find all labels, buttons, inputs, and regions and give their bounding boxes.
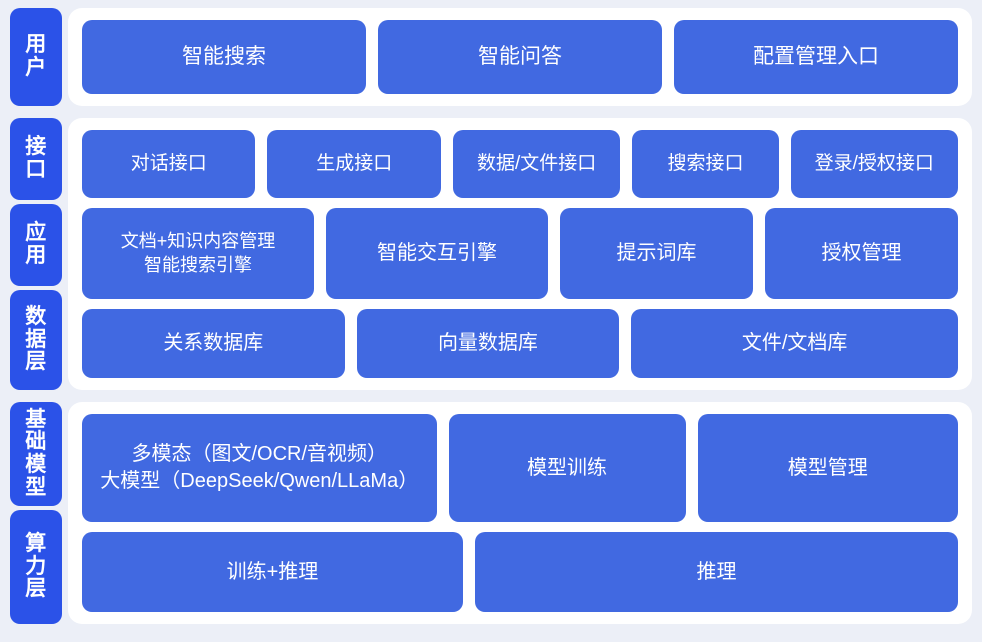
label-rail-infrastructure: 基础模型算力层 xyxy=(10,402,62,624)
layer-label-text: 数据层 xyxy=(25,304,47,374)
module-box-application-3[interactable]: 授权管理 xyxy=(764,207,958,299)
module-box-model-1[interactable]: 模型训练 xyxy=(448,414,686,522)
module-box-interface-0[interactable]: 对话接口 xyxy=(82,130,256,198)
layer-label-text: 接口 xyxy=(25,135,47,181)
section-core: 接口应用数据层对话接口生成接口数据/文件接口搜索接口登录/授权接口文档+知识内容… xyxy=(10,118,972,390)
row-interface: 对话接口生成接口数据/文件接口搜索接口登录/授权接口 xyxy=(82,130,958,198)
module-box-data-1[interactable]: 向量数据库 xyxy=(356,308,620,378)
layer-label-core-2: 数据层 xyxy=(10,290,62,390)
section-infrastructure: 基础模型算力层多模态（图文/OCR/音视频） 大模型（DeepSeek/Qwen… xyxy=(10,402,972,624)
panel-user: 智能搜索智能问答配置管理入口 xyxy=(68,8,972,106)
label-rail-user: 用户 xyxy=(10,8,62,106)
layer-label-core-0: 接口 xyxy=(10,118,62,200)
layer-label-user-0: 用户 xyxy=(10,8,62,106)
label-rail-core: 接口应用数据层 xyxy=(10,118,62,390)
module-box-data-0[interactable]: 关系数据库 xyxy=(82,308,345,378)
module-box-application-1[interactable]: 智能交互引擎 xyxy=(326,207,548,299)
module-box-model-0[interactable]: 多模态（图文/OCR/音视频） 大模型（DeepSeek/Qwen/LLaMa） xyxy=(82,414,437,522)
layer-label-infrastructure-1: 算力层 xyxy=(10,510,62,624)
panel-infrastructure: 多模态（图文/OCR/音视频） 大模型（DeepSeek/Qwen/LLaMa）… xyxy=(68,402,972,624)
layer-label-text: 算力层 xyxy=(25,531,47,601)
module-box-interface-4[interactable]: 登录/授权接口 xyxy=(790,130,958,198)
layer-label-core-1: 应用 xyxy=(10,204,62,286)
row-compute: 训练+推理推理 xyxy=(82,531,958,612)
module-box-model-2[interactable]: 模型管理 xyxy=(697,414,958,522)
layer-label-text: 用户 xyxy=(25,33,47,79)
module-box-interface-1[interactable]: 生成接口 xyxy=(267,130,441,198)
module-box-user-entries-1[interactable]: 智能问答 xyxy=(378,20,662,94)
module-box-compute-0[interactable]: 训练+推理 xyxy=(82,531,463,612)
module-box-user-entries-2[interactable]: 配置管理入口 xyxy=(674,20,958,94)
module-box-data-2[interactable]: 文件/文档库 xyxy=(631,308,958,378)
row-user-entries: 智能搜索智能问答配置管理入口 xyxy=(82,20,958,94)
module-box-interface-3[interactable]: 搜索接口 xyxy=(632,130,779,198)
layer-label-text: 应用 xyxy=(25,221,47,267)
row-application: 文档+知识内容管理 智能搜索引擎智能交互引擎提示词库授权管理 xyxy=(82,207,958,299)
section-user: 用户智能搜索智能问答配置管理入口 xyxy=(10,8,972,106)
row-data: 关系数据库向量数据库文件/文档库 xyxy=(82,308,958,378)
panel-core: 对话接口生成接口数据/文件接口搜索接口登录/授权接口文档+知识内容管理 智能搜索… xyxy=(68,118,972,390)
module-box-compute-1[interactable]: 推理 xyxy=(474,531,958,612)
module-box-user-entries-0[interactable]: 智能搜索 xyxy=(82,20,366,94)
module-box-application-2[interactable]: 提示词库 xyxy=(559,207,753,299)
row-model: 多模态（图文/OCR/音视频） 大模型（DeepSeek/Qwen/LLaMa）… xyxy=(82,414,958,522)
module-box-application-0[interactable]: 文档+知识内容管理 智能搜索引擎 xyxy=(82,207,315,299)
layer-label-text: 基础模型 xyxy=(25,407,47,499)
module-box-interface-2[interactable]: 数据/文件接口 xyxy=(452,130,621,198)
layer-label-infrastructure-0: 基础模型 xyxy=(10,402,62,506)
